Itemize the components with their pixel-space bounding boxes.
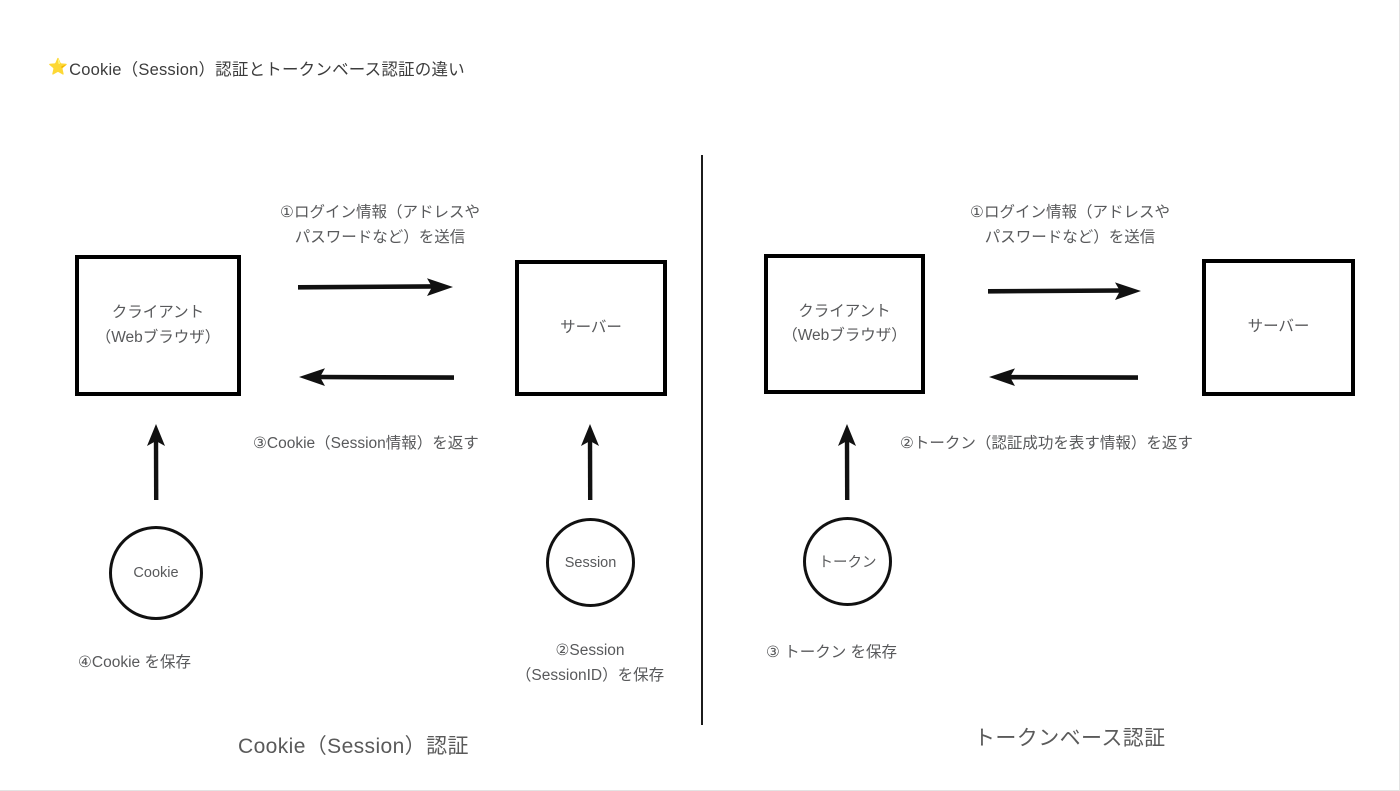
left-cookie-circle-label: Cookie — [133, 565, 179, 581]
left-client-box-line2: （Webブラウザ） — [95, 328, 221, 346]
right-diagram-caption: トークンベース認証 — [974, 727, 1166, 750]
left-request-arrow — [296, 276, 456, 298]
right-request-arrow — [986, 280, 1144, 302]
left-client-store-arrow — [143, 422, 169, 502]
left-request-label-line2: パスワードなど）を送信 — [294, 229, 466, 247]
right-response-label-line1: ②トークン（認証成功を表す情報）を返す — [900, 435, 1193, 452]
left-diagram-caption: Cookie（Session）認証 — [238, 735, 469, 758]
left-request-label: ①ログイン情報（アドレスや パスワードなど）を送信 — [260, 200, 500, 250]
right-client-box: クライアント （Webブラウザ） — [764, 254, 925, 394]
right-server-box-line1: サーバー — [1247, 318, 1310, 336]
left-session-store-label-line1: ②Session — [555, 642, 625, 659]
right-token-circle: トークン — [803, 517, 892, 606]
right-client-box-line1: クライアント — [798, 302, 891, 320]
left-server-store-arrow — [577, 422, 603, 502]
left-client-box: クライアント （Webブラウザ） — [75, 255, 241, 396]
left-server-box-line1: サーバー — [560, 318, 622, 336]
left-cookie-circle: Cookie — [109, 526, 203, 620]
left-cookie-store-label: ④Cookie を保存 — [78, 650, 191, 675]
right-request-label-line1: ①ログイン情報（アドレスや — [970, 204, 1170, 221]
diagram-divider — [701, 155, 703, 725]
page-title-text: Cookie（Session）認証とトークンベース認証の違い — [69, 61, 465, 79]
right-server-box: サーバー — [1202, 259, 1355, 396]
left-session-store-label-line2: （SessionID）を保存 — [515, 667, 665, 685]
right-token-store-label-line1: ③ トークン を保存 — [766, 644, 898, 661]
right-response-arrow — [986, 366, 1140, 388]
right-client-box-line2: （Webブラウザ） — [782, 327, 907, 344]
right-request-label: ①ログイン情報（アドレスや パスワードなど）を送信 — [950, 200, 1190, 250]
left-request-label-line1: ①ログイン情報（アドレスや — [280, 204, 480, 221]
star-icon: ⭐ — [48, 59, 69, 76]
left-cookie-store-label-line1: ④Cookie を保存 — [78, 654, 191, 671]
page-title: ⭐ Cookie（Session）認証とトークンベース認証の違い — [48, 56, 465, 80]
left-session-store-label: ②Session （SessionID）を保存 — [490, 638, 690, 688]
right-token-store-label: ③ トークン を保存 — [766, 640, 897, 665]
left-session-circle-label: Session — [564, 554, 617, 571]
left-session-circle: Session — [546, 518, 635, 607]
left-server-box: サーバー — [515, 260, 667, 396]
left-response-label-line1: ③Cookie（Session情報）を返す — [253, 435, 479, 452]
left-response-arrow — [296, 366, 456, 388]
right-response-label: ②トークン（認証成功を表す情報）を返す — [900, 431, 1193, 456]
left-client-box-line1: クライアント — [111, 304, 205, 322]
right-token-circle-label: トークン — [818, 555, 877, 571]
left-response-label: ③Cookie（Session情報）を返す — [253, 431, 479, 456]
right-request-label-line2: パスワードなど）を送信 — [984, 229, 1156, 247]
right-client-store-arrow — [834, 422, 860, 502]
